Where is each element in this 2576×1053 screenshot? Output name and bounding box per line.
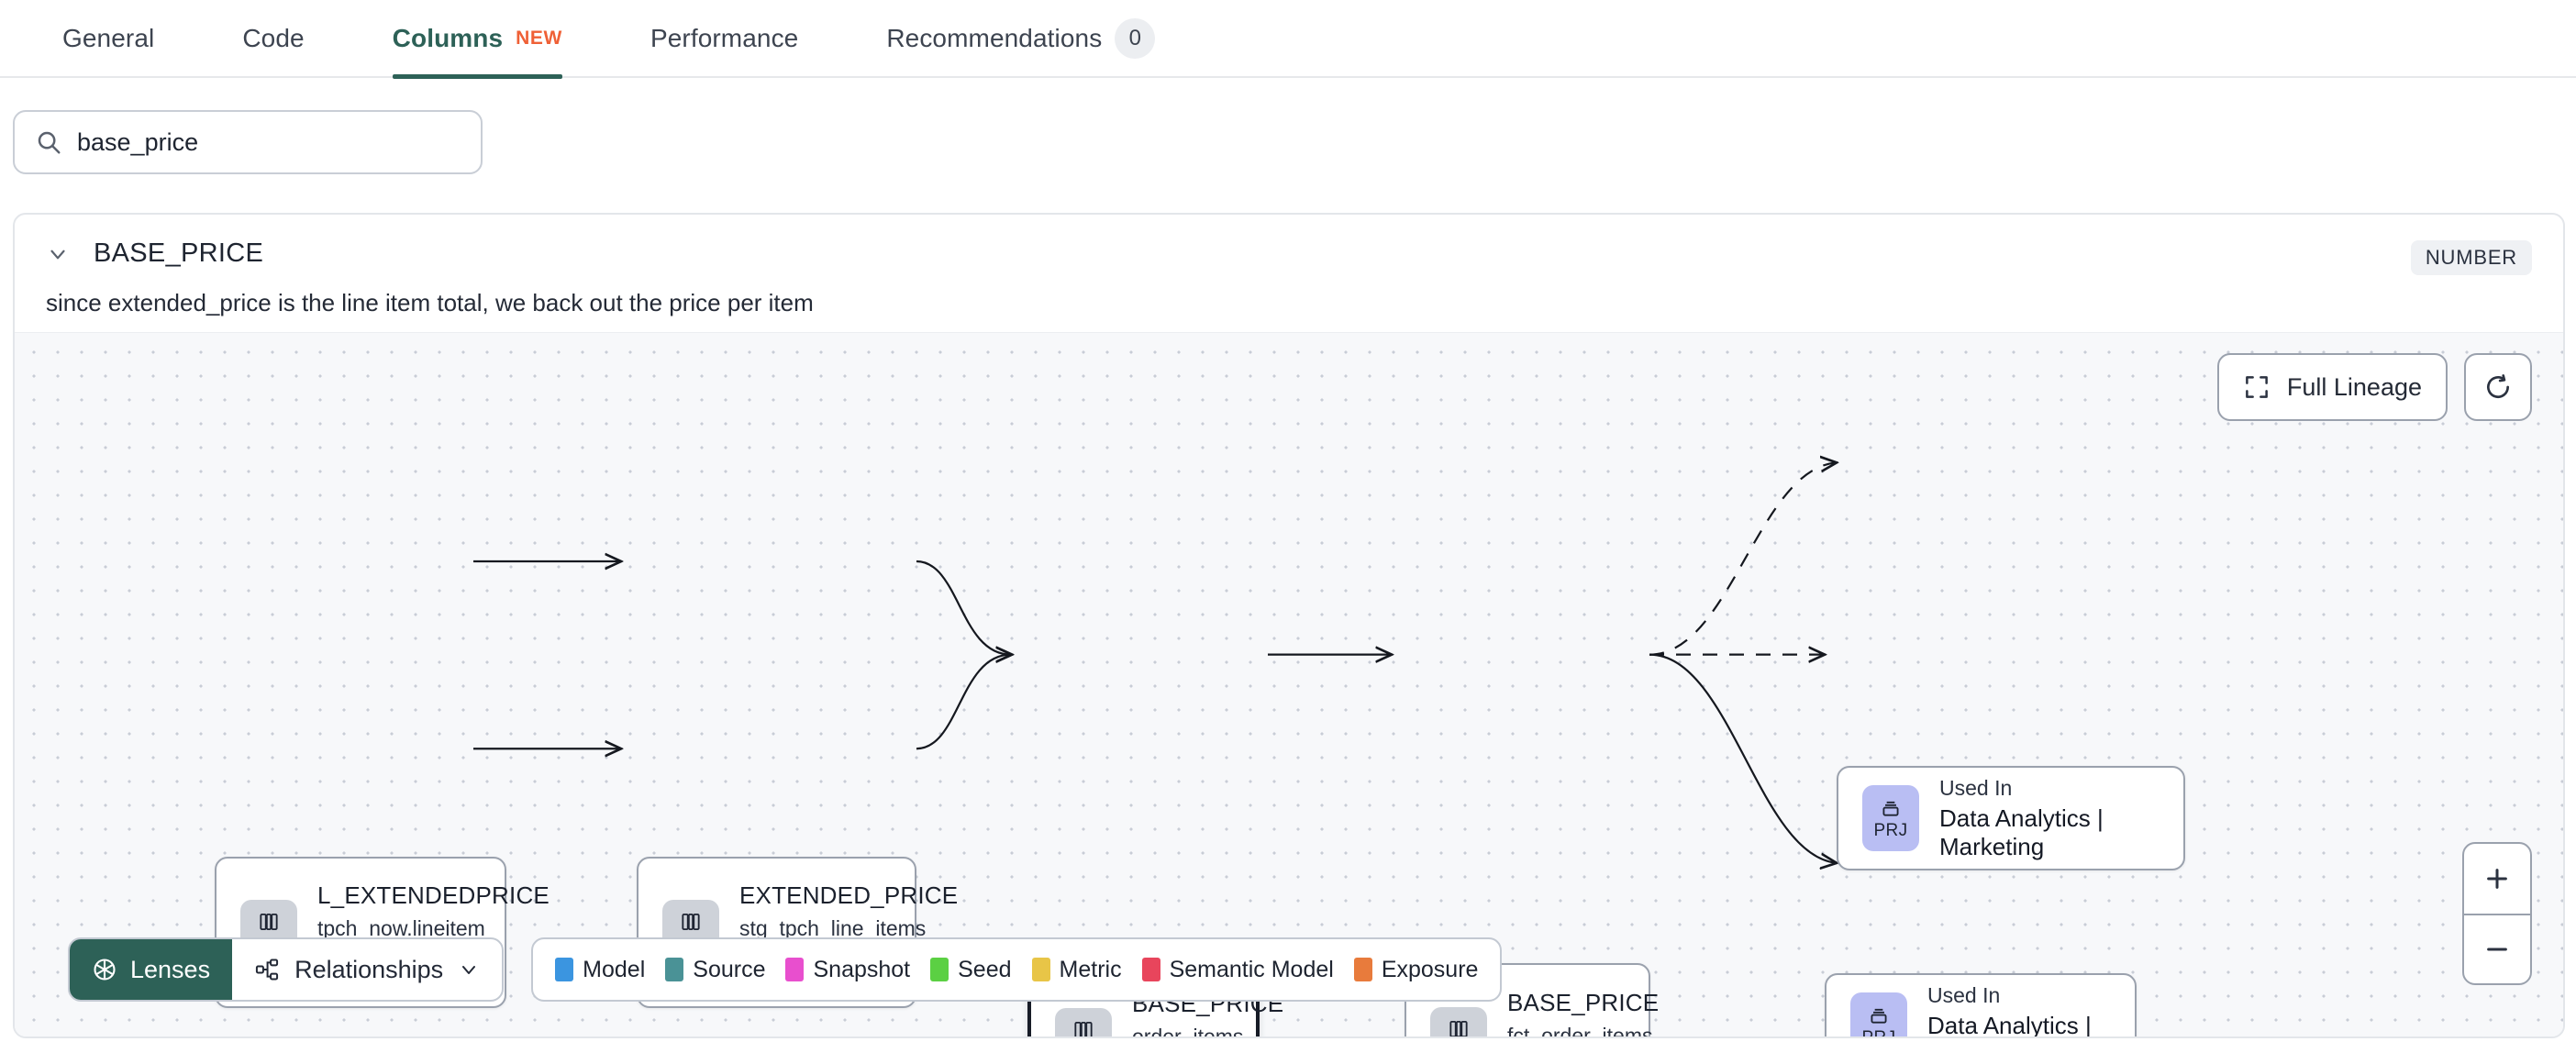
chevron-down-icon[interactable] [46, 242, 70, 266]
tab-recommendations[interactable]: Recommendations 0 [886, 0, 1156, 77]
col-type-chip: COL [1055, 1008, 1112, 1036]
project-icon [1867, 1003, 1891, 1026]
columns-icon [257, 910, 281, 934]
used-in-label: Used In [1927, 982, 2001, 1007]
prj-type-chip: PRJ [1862, 785, 1919, 851]
legend-item-snapshot: Snapshot [785, 957, 910, 983]
legend-item-seed: Seed [930, 956, 1012, 983]
tab-general-label: General [62, 23, 155, 52]
used-in-value: Data Analytics | Sales [1927, 1011, 2092, 1037]
tab-code[interactable]: Code [242, 0, 304, 77]
prj-chip-label: PRJ [1873, 821, 1908, 840]
node-subtitle: order_items [1132, 1025, 1244, 1036]
column-header: BASE_PRICE NUMBER since extended_price i… [15, 215, 2563, 332]
tab-recommendations-label: Recommendations [886, 23, 1103, 52]
lenses-label: Lenses [130, 955, 211, 983]
recommendations-count-badge: 0 [1115, 17, 1156, 59]
lineage-canvas[interactable]: COL L_EXTENDEDPRICE tpch_now.lineitem SO… [15, 332, 2563, 1036]
legend-swatch-source [665, 958, 684, 981]
legend-label-snapshot: Snapshot [813, 956, 911, 982]
project-icon [1879, 795, 1903, 819]
column-description: since extended_price is the line item to… [46, 289, 814, 316]
legend-label-seed: Seed [958, 956, 1012, 982]
lenses-button[interactable]: Lenses [70, 939, 233, 1000]
tab-performance-label: Performance [650, 23, 799, 52]
full-lineage-label: Full Lineage [2286, 372, 2422, 401]
zoom-controls [2462, 842, 2532, 985]
zoom-out-button[interactable] [2464, 914, 2530, 983]
node-subtitle: stg_tpch_line_items [739, 915, 927, 940]
search-input[interactable]: base_price [13, 110, 483, 174]
column-detail-panel: BASE_PRICE NUMBER since extended_price i… [13, 213, 2565, 1038]
lineage-node-used-in-marketing[interactable]: PRJ Used In Data Analytics | Marketing [1837, 766, 2185, 870]
legend-label-source: Source [693, 956, 766, 982]
legend-label-exposure: Exposure [1381, 956, 1479, 982]
relationships-icon [254, 957, 280, 982]
graph-bottom-toolbar: Lenses Relationships [68, 937, 1503, 1002]
columns-icon [1447, 1017, 1471, 1036]
columns-icon [1071, 1018, 1095, 1036]
lenses-relationships-group: Lenses Relationships [68, 937, 505, 1002]
tab-columns-label: Columns [392, 23, 504, 52]
col-type-chip: COL [1430, 1007, 1487, 1036]
legend-item-model: Model [555, 957, 645, 983]
legend-swatch-model [555, 958, 574, 981]
tab-columns-new-badge: NEW [516, 27, 562, 49]
expand-frame-icon [2243, 373, 2271, 401]
lineage-node-used-in-sales[interactable]: PRJ Used In Data Analytics | Sales [1825, 973, 2137, 1036]
used-in-value: Data Analytics | Marketing [1939, 804, 2104, 860]
aperture-icon [92, 957, 117, 982]
prj-type-chip: PRJ [1850, 992, 1907, 1036]
graph-controls: Full Lineage [2216, 353, 2532, 421]
tab-general[interactable]: General [62, 0, 154, 77]
node-subtitle: tpch_now.lineitem [317, 915, 485, 940]
node-title: BASE_PRICE [1507, 989, 1660, 1016]
refresh-button[interactable] [2464, 353, 2532, 421]
tab-bar: General Code Columns NEW Performance Rec… [0, 0, 2576, 79]
legend-swatch-semantic-model [1141, 958, 1160, 981]
node-title: EXTENDED_PRICE [739, 881, 959, 909]
refresh-icon [2483, 372, 2513, 402]
search-input-value: base_price [77, 127, 199, 156]
lineage-edges [473, 333, 2563, 1036]
page-title: BASE_PRICE [94, 238, 264, 268]
legend-swatch-exposure [1353, 958, 1372, 981]
legend-item-exposure: Exposure [1353, 956, 1479, 983]
legend-label-metric: Metric [1059, 956, 1122, 982]
legend-swatch-metric [1031, 958, 1050, 981]
tab-code-label: Code [242, 23, 305, 52]
node-title: L_EXTENDEDPRICE [317, 881, 550, 909]
legend-label-model: Model [583, 956, 646, 982]
zoom-in-button[interactable] [2464, 844, 2530, 914]
legend-swatch-snapshot [785, 958, 805, 981]
columns-icon [679, 910, 703, 934]
legend-item-source: Source [665, 957, 765, 983]
relationships-dropdown[interactable]: Relationships [232, 939, 502, 1000]
used-in-label: Used In [1939, 775, 2013, 800]
full-lineage-button[interactable]: Full Lineage [2216, 353, 2448, 421]
tab-performance[interactable]: Performance [650, 0, 798, 77]
legend-item-semantic-model: Semantic Model [1141, 956, 1334, 983]
column-type-badge: NUMBER [2410, 240, 2532, 275]
legend-item-metric: Metric [1031, 956, 1122, 983]
prj-chip-label: PRJ [1861, 1028, 1895, 1036]
search-icon [35, 128, 62, 156]
chevron-down-icon [458, 959, 480, 981]
node-type-legend: Model Source Snapshot Seed [531, 937, 1503, 1002]
legend-swatch-seed [930, 958, 949, 981]
legend-label-semantic-model: Semantic Model [1169, 956, 1334, 982]
tab-columns[interactable]: Columns NEW [392, 0, 563, 79]
relationships-label: Relationships [294, 955, 444, 983]
node-subtitle: fct_order_items [1507, 1024, 1653, 1036]
